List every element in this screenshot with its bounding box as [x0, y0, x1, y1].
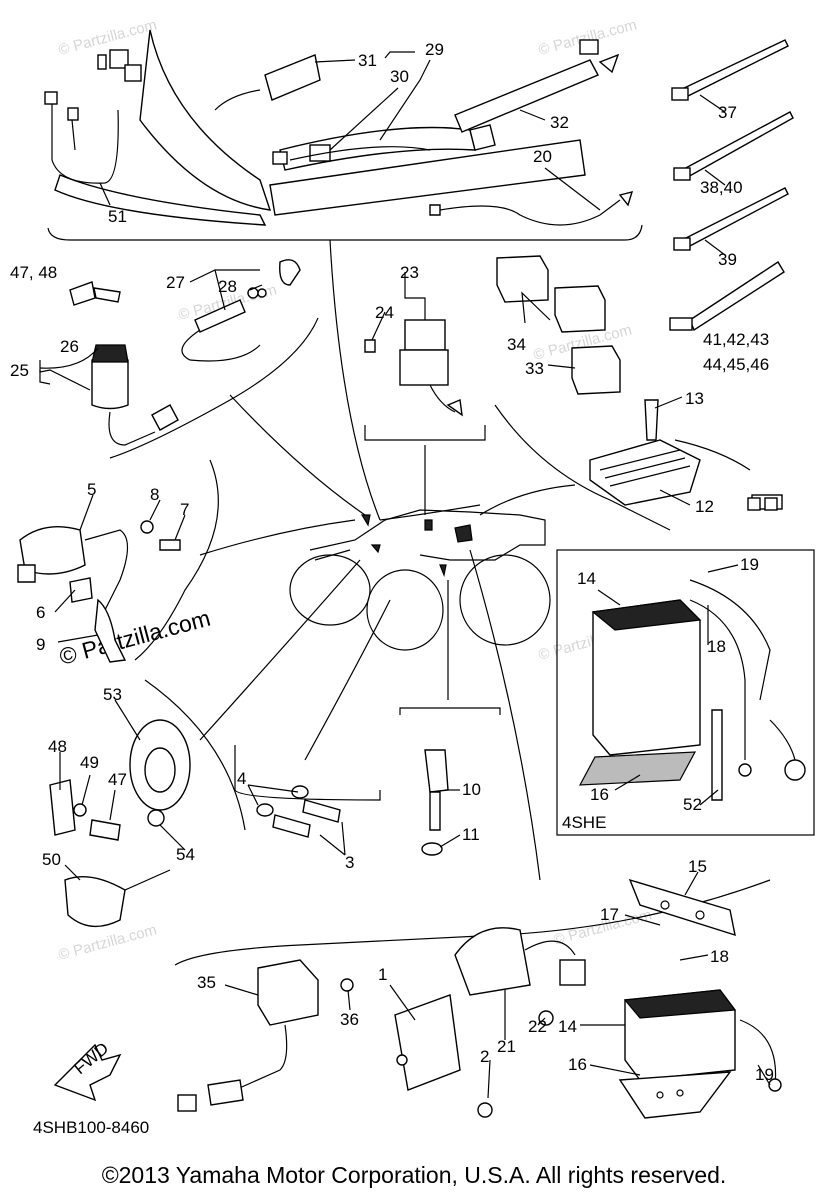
callout: 10: [462, 780, 481, 799]
callout: 37: [718, 103, 737, 122]
callout: 44,45,46: [703, 355, 769, 374]
callout: 7: [180, 500, 189, 519]
callout: 16: [590, 785, 609, 804]
callout: 22: [528, 1017, 547, 1036]
wire-harness: [44, 29, 634, 226]
callout: 23: [400, 263, 419, 282]
watermark: © Partzilla.com: [57, 921, 159, 964]
drawing-code: 4SHB100-8460: [33, 1118, 149, 1137]
callout: 2: [480, 1047, 489, 1066]
callout: 35: [197, 973, 216, 992]
callout: 11: [462, 825, 480, 844]
callout: 54: [176, 845, 195, 864]
rectifier-regulator: [589, 399, 783, 511]
callout: 30: [390, 67, 409, 86]
callout: 17: [600, 905, 619, 924]
callout: 19: [755, 1065, 774, 1084]
copyright-notice: ©2013 Yamaha Motor Corporation, U.S.A. A…: [101, 1162, 727, 1188]
callout-leaders: [39, 51, 771, 1099]
callout: 32: [550, 113, 569, 132]
callout: 52: [683, 795, 702, 814]
callout: 18: [710, 947, 729, 966]
callout: 36: [340, 1010, 359, 1029]
callout: 12: [695, 497, 714, 516]
callout: 20: [533, 147, 552, 166]
callout: 25: [10, 361, 29, 380]
callout: 53: [103, 685, 122, 704]
callout: 18: [707, 637, 726, 656]
callout: 13: [685, 389, 704, 408]
callout: 24: [375, 303, 394, 322]
callout: 3: [345, 853, 354, 872]
callout: 14: [558, 1017, 577, 1036]
battery-variant-box: 4SHE: [556, 549, 815, 836]
callout: 1: [378, 965, 387, 984]
callout: 19: [740, 555, 759, 574]
sensor-group: [256, 749, 449, 856]
callout: 21: [497, 1037, 516, 1056]
main-switch-group: [69, 259, 301, 446]
callout: 47: [108, 770, 127, 789]
callout: 48: [48, 737, 67, 756]
coupler-group: [496, 255, 621, 395]
bottom-group: [177, 878, 782, 1119]
callout: 14: [577, 569, 596, 588]
callouts: 31 29 30 32 20 37 38,40 39 41,42,43 44,4…: [10, 40, 774, 1137]
callout: 5: [87, 480, 96, 499]
callout: 31: [358, 51, 377, 70]
callout: 29: [425, 40, 444, 59]
callout: 16: [568, 1055, 587, 1074]
callout: 4: [237, 769, 246, 788]
callout: 50: [42, 850, 61, 869]
callout: 41,42,43: [703, 330, 769, 349]
atv-silhouette: [289, 504, 551, 651]
callout: 33: [525, 359, 544, 378]
callout: 15: [688, 857, 707, 876]
watermark-main: © Partzilla.com: [57, 605, 213, 670]
callout: 39: [718, 250, 737, 269]
callout: 9: [36, 635, 45, 654]
variant-label: 4SHE: [562, 813, 606, 832]
callout: 8: [150, 485, 159, 504]
fuse-box-group: [364, 319, 463, 417]
watermark: © Partzilla.com: [57, 16, 159, 59]
callout: 26: [60, 337, 79, 356]
callout: 28: [218, 277, 237, 296]
callout: 47, 48: [10, 263, 57, 282]
callout: 38,40: [700, 178, 743, 197]
callout: 6: [36, 603, 45, 622]
horn-group: [49, 719, 191, 928]
leader-lines: [199, 394, 576, 881]
fwd-arrow: FWD: [53, 1039, 122, 1102]
callout: 51: [108, 207, 127, 226]
callout: 34: [507, 335, 526, 354]
callout: 27: [166, 273, 185, 292]
cable-ties: [669, 39, 794, 332]
callout: 49: [80, 753, 99, 772]
starter-relay-group: [17, 520, 181, 663]
